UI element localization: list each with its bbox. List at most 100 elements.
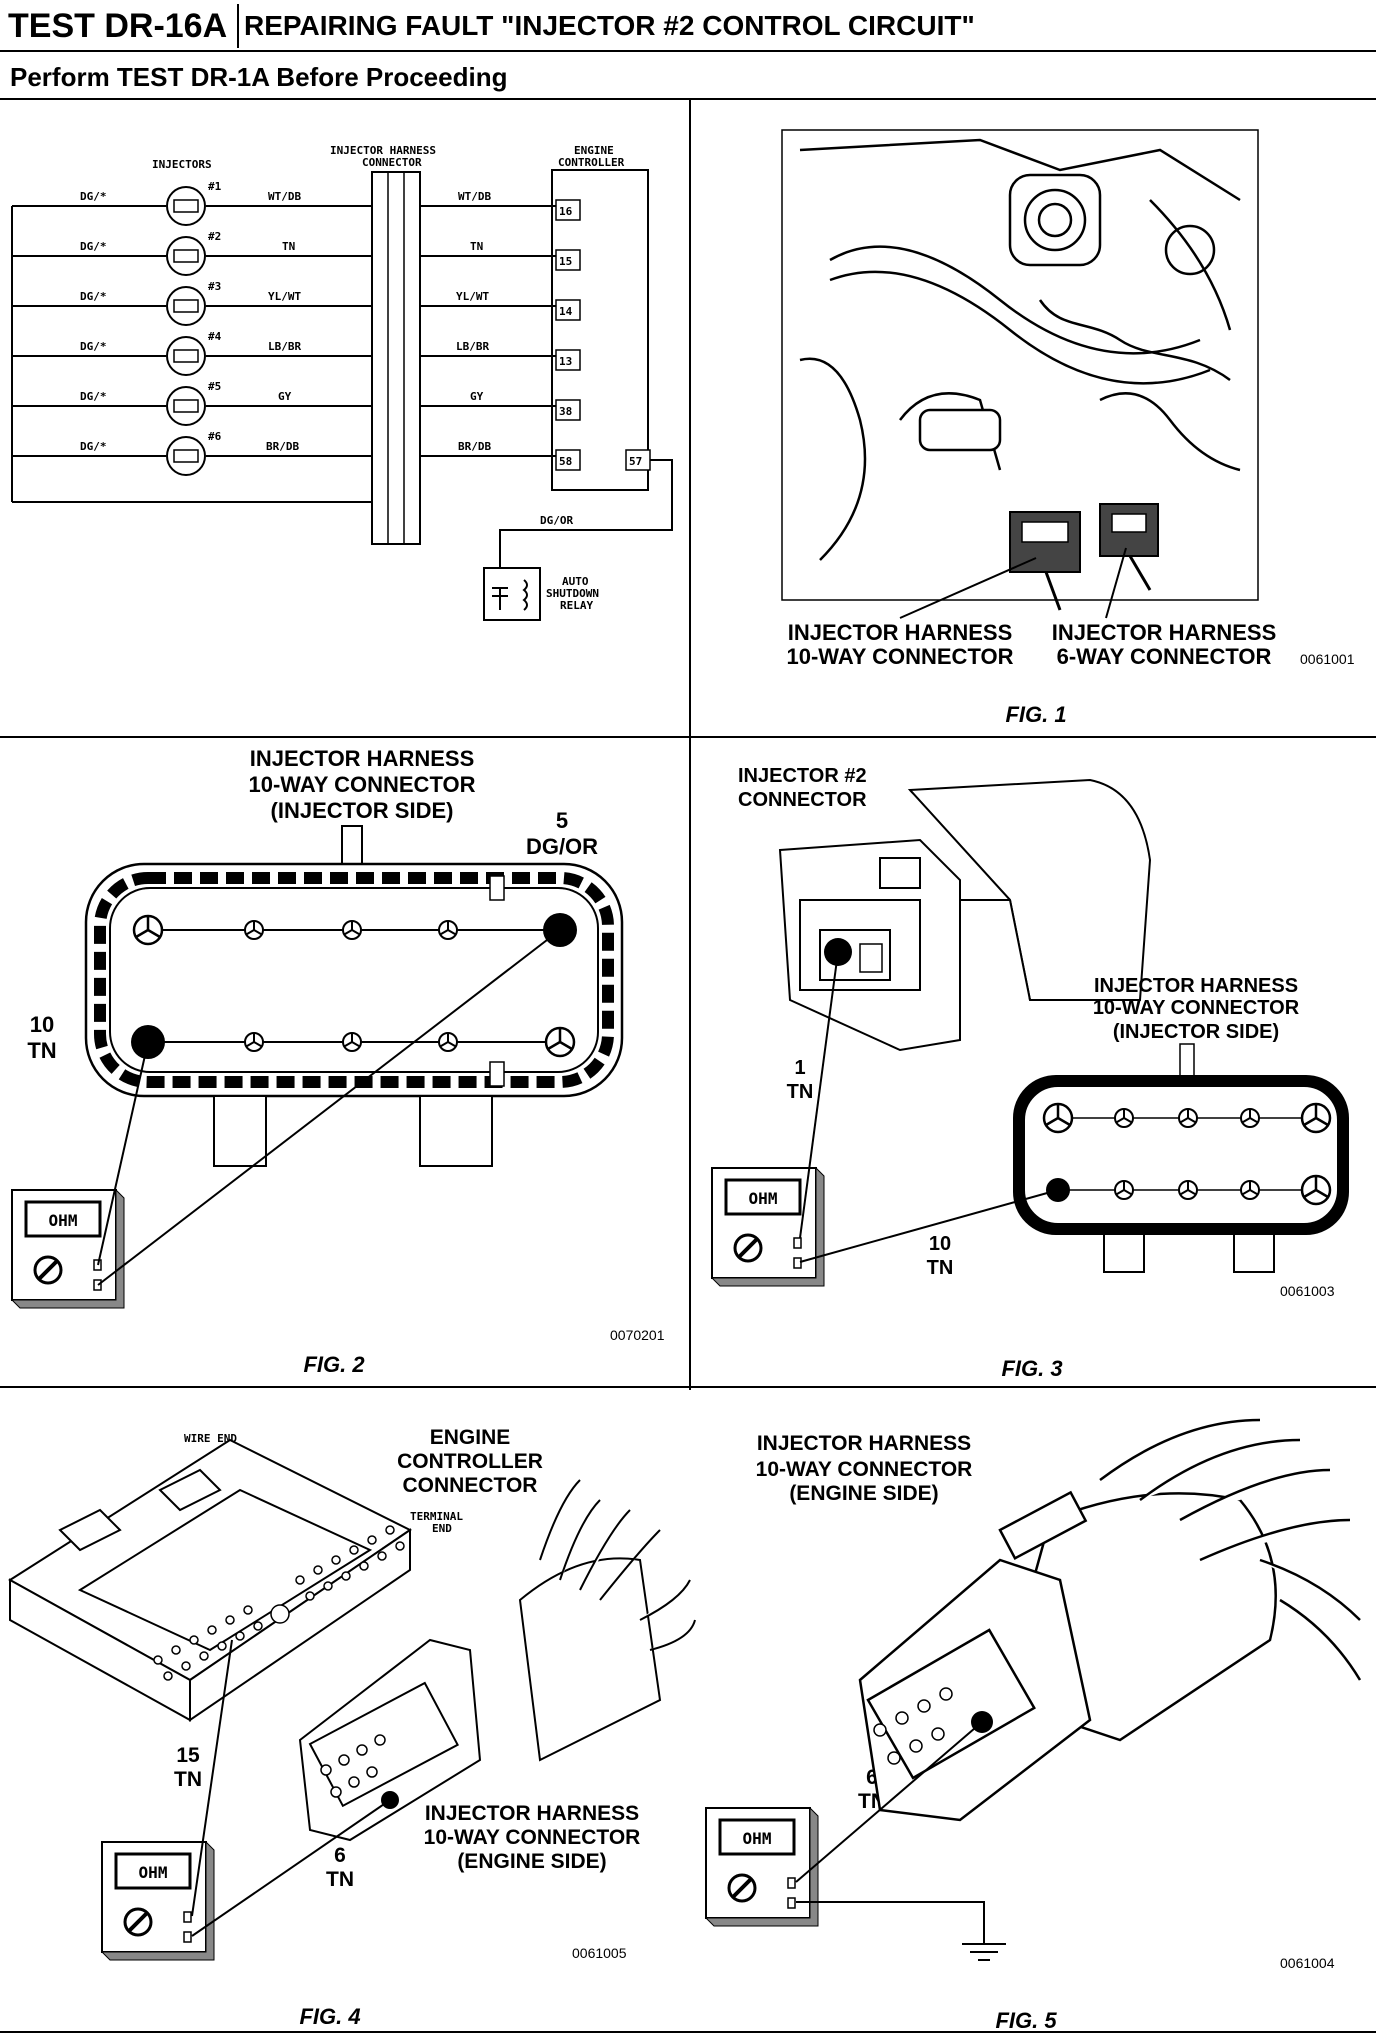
controller-pin: 15	[559, 255, 572, 268]
test-title: REPAIRING FAULT "INJECTOR #2 CONTROL CIR…	[244, 10, 975, 41]
fig1-label-6way: INJECTOR HARNESS	[1052, 620, 1277, 645]
relay-label-1: AUTO	[562, 575, 589, 588]
fig3-caption: FIG. 3	[1001, 1356, 1062, 1381]
wire-color-right: TN	[470, 240, 483, 253]
fig1-code: 0061001	[1300, 651, 1355, 667]
controller-pin: 58	[559, 455, 572, 468]
fig2-code: 0070201	[610, 1327, 665, 1343]
fig5-title-3: (ENGINE SIDE)	[789, 1482, 938, 1505]
fig5-title-1: INJECTOR HARNESS	[757, 1432, 971, 1455]
controller-pin: 13	[559, 355, 572, 368]
controller-label: ENGINE	[574, 144, 614, 157]
wire-color-left: LB/BR	[268, 340, 301, 353]
injectors-label: INJECTORS	[152, 158, 212, 171]
wire-color-right: BR/DB	[458, 440, 491, 453]
dg-or-label: DG/OR	[540, 514, 573, 527]
controller-pin: 38	[559, 405, 572, 418]
fig2-caption: FIG. 2	[303, 1352, 365, 1377]
fig1-caption: FIG. 1	[1005, 702, 1066, 727]
fig3-harness-1: INJECTOR HARNESS	[1094, 975, 1298, 997]
wire-color-left: WT/DB	[268, 190, 301, 203]
subtitle: Perform TEST DR-1A Before Proceeding	[10, 62, 508, 92]
fig4-wire-end: WIRE END	[184, 1432, 237, 1445]
fig1-6-way-connector	[1099, 503, 1159, 591]
relay-label-3: RELAY	[560, 599, 593, 612]
controller-label-2: CONTROLLER	[558, 156, 625, 169]
fig4-ctrl-2: CONTROLLER	[397, 1450, 543, 1473]
wire-color-left: YL/WT	[268, 290, 301, 303]
fig3-pin1-color: TN	[787, 1081, 814, 1103]
fig4-controller-pins	[153, 1525, 405, 1681]
fig2-meter-label: OHM	[49, 1211, 78, 1230]
injector-number: #2	[208, 230, 221, 243]
fig4-harness-3: (ENGINE SIDE)	[457, 1850, 606, 1873]
fig2-pin5: 5	[556, 808, 568, 833]
fig5-ohm-meter: OHM	[704, 1806, 820, 1928]
wire-color-left: GY	[278, 390, 292, 403]
panel-grid	[0, 100, 1376, 2033]
fig4-pin6: 6	[334, 1844, 346, 1867]
injector-row-1: DG/* #1 WT/DB WT/DB 16	[12, 180, 581, 226]
ground-symbol	[962, 1943, 1006, 1961]
fig1-label-10way: INJECTOR HARNESS	[788, 620, 1013, 645]
fig4-ctrl-1: ENGINE	[430, 1426, 511, 1449]
fig4-meter-label: OHM	[139, 1863, 168, 1882]
wiring-schematic: INJECTORS INJECTOR HARNESS CONNECTOR ENG…	[11, 144, 673, 621]
fig1-10-way-connector	[1009, 511, 1081, 611]
fig4-caption: FIG. 4	[299, 2004, 360, 2029]
test-id: TEST DR-16A	[4, 4, 240, 48]
header: TEST DR-16A REPAIRING FAULT "INJECTOR #2…	[0, 0, 1376, 52]
fig1-label-6way-2: 6-WAY CONNECTOR	[1057, 644, 1272, 669]
fig3-pin1: 1	[794, 1057, 805, 1079]
fig5-harness-connector	[858, 1418, 1362, 1822]
wire-color-right: GY	[470, 390, 484, 403]
fig5-engine-side-test: INJECTOR HARNESS 10-WAY CONNECTOR (ENGIN…	[704, 1418, 1362, 2033]
injector-row-6: DG/* #6 BR/DB BR/DB 58	[12, 430, 581, 476]
injector-number: #4	[208, 330, 222, 343]
fig3-pin10-color: TN	[927, 1257, 954, 1279]
wire-color-right: YL/WT	[456, 290, 489, 303]
injector-row-2: DG/* #2 TN TN 15	[12, 230, 581, 276]
fig4-harness-connector	[298, 1479, 696, 1842]
wire-color-left: BR/DB	[266, 440, 299, 453]
fig4-pin15-color: TN	[174, 1768, 202, 1791]
fig2-title-1: INJECTOR HARNESS	[250, 746, 475, 771]
wire-color-right: LB/BR	[456, 340, 489, 353]
injector-number: #5	[208, 380, 221, 393]
top-divider	[0, 98, 1376, 100]
harness-connector-label-2: CONNECTOR	[362, 156, 422, 169]
controller-pin-57: 57	[629, 455, 642, 468]
fig3-injector-test: INJECTOR #2 CONNECTOR INJECTOR HARNESS 1…	[710, 765, 1349, 1381]
injector-number: #3	[208, 280, 221, 293]
fig1-engine-photo: INJECTOR HARNESS 10-WAY CONNECTOR INJECT…	[781, 129, 1355, 727]
fig5-caption: FIG. 5	[995, 2008, 1057, 2033]
fig5-meter-label: OHM	[743, 1829, 772, 1848]
injector-number: #1	[208, 180, 222, 193]
fig3-inj-label-2: CONNECTOR	[738, 789, 867, 811]
fig3-code: 0061003	[1280, 1283, 1335, 1299]
fig5-pin6: 6	[866, 1766, 878, 1789]
fig4-harness-2: 10-WAY CONNECTOR	[424, 1826, 641, 1849]
feed-label: DG/*	[80, 440, 107, 453]
fig1-label-10way-2: 10-WAY CONNECTOR	[787, 644, 1014, 669]
fig3-pin10: 10	[929, 1233, 951, 1255]
fig2-title-3: (INJECTOR SIDE)	[271, 798, 454, 823]
injector-number: #6	[208, 430, 222, 443]
feed-label: DG/*	[80, 390, 107, 403]
fig4-code: 0061005	[572, 1945, 627, 1961]
feed-label: DG/*	[80, 190, 107, 203]
controller-pin: 14	[559, 305, 573, 318]
fig2-pin5-color: DG/OR	[526, 834, 598, 859]
feed-label: DG/*	[80, 290, 107, 303]
fig2-title-2: 10-WAY CONNECTOR	[249, 772, 476, 797]
fig4-controller-test: WIRE END TERMINAL END ENGINE CONTROLLER …	[8, 1426, 696, 2029]
fig5-title-2: 10-WAY CONNECTOR	[756, 1458, 973, 1481]
fig4-controller-connector	[8, 1438, 412, 1722]
fig3-harness-2: 10-WAY CONNECTOR	[1093, 997, 1300, 1019]
fig2-connector-test: INJECTOR HARNESS 10-WAY CONNECTOR (INJEC…	[10, 746, 665, 1377]
fig4-terminal-1: TERMINAL	[410, 1510, 463, 1523]
feed-label: DG/*	[80, 240, 107, 253]
injector-row-4: DG/* #4 LB/BR LB/BR 13	[12, 330, 581, 376]
fig3-harness-3: (INJECTOR SIDE)	[1113, 1021, 1279, 1043]
wire-color-right: WT/DB	[458, 190, 491, 203]
